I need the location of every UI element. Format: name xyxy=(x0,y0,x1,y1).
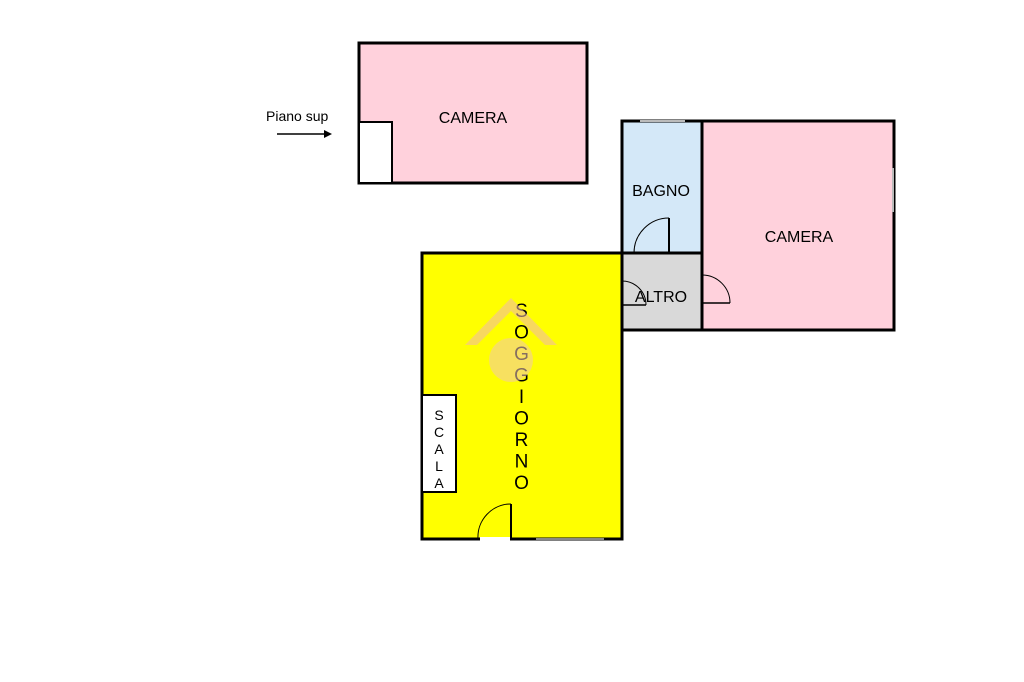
room-scala-area xyxy=(421,394,457,493)
room-bagno-area xyxy=(620,119,704,255)
room-altro-label: ALTRO xyxy=(635,289,687,306)
door-camera xyxy=(701,274,731,304)
room-camera-main-label: CAMERA xyxy=(765,229,834,246)
room-altro-area xyxy=(620,251,704,332)
room-bagno: BAGNO xyxy=(620,119,704,255)
room-camera-upper: CAMERA xyxy=(357,41,589,185)
logo-watermark-icon xyxy=(465,298,557,382)
room-camera-main: CAMERA xyxy=(700,119,896,332)
door-bagno xyxy=(633,217,670,254)
room-altro: ALTRO xyxy=(620,251,704,332)
door-altro xyxy=(621,280,647,306)
arrow-right-icon xyxy=(277,130,332,138)
room-camera-upper-label: CAMERA xyxy=(439,110,508,127)
room-bagno-label: BAGNO xyxy=(632,183,690,200)
closet xyxy=(358,121,393,184)
room-camera-upper-area xyxy=(357,41,589,185)
door-entrance xyxy=(477,503,512,541)
room-camera-main-area xyxy=(700,119,896,332)
upper-floor-note: Piano sup xyxy=(266,108,328,124)
